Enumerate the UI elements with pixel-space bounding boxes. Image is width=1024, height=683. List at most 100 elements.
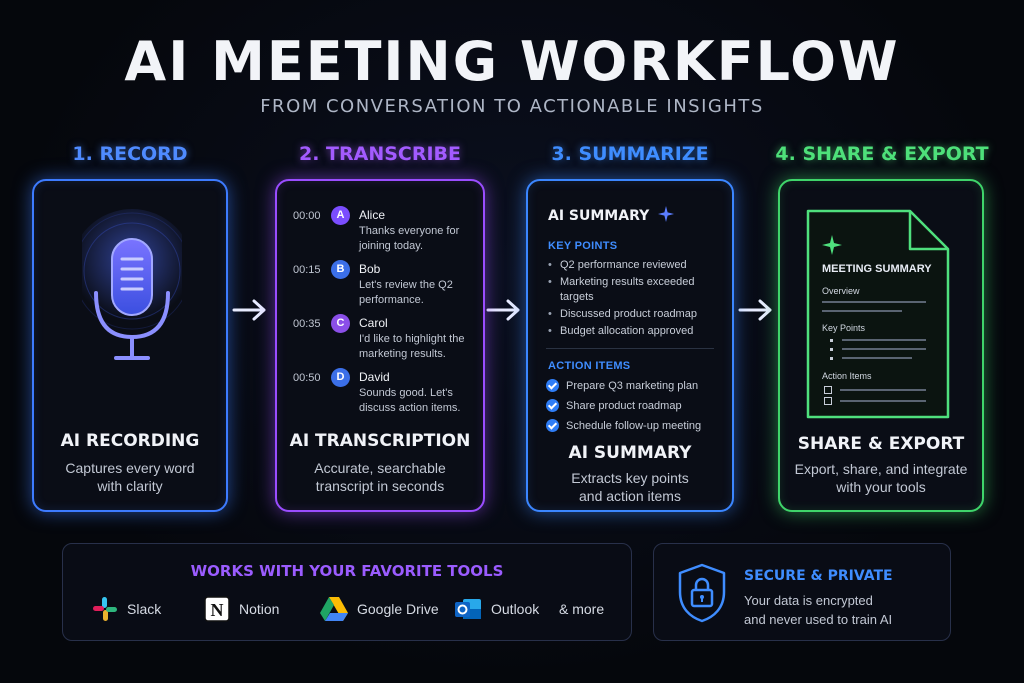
action-item-text: Prepare Q3 marketing plan [566,380,699,392]
summarize-desc-line2: and action items [579,488,681,504]
security-desc-line1: Your data is encrypted [744,593,873,608]
transcript-entry: 00:35 C Carol I'd like to highlight the … [291,314,476,370]
list-item: Q2 performance reviewed [548,258,723,273]
tool-label: Slack [127,601,162,617]
transcript-text: Let's review the Q2 performance. [359,279,453,306]
document-line [840,389,926,391]
page-title: AI MEETING WORKFLOW [124,30,900,93]
check-icon [546,399,559,412]
speaker-name: Bob [359,262,381,276]
transcribe-desc-line1: Accurate, searchable [314,460,446,476]
security-title: SECURE & PRIVATE [744,568,893,584]
security-panel: SECURE & PRIVATE Your data is encrypted … [653,543,951,641]
transcript-entry: 00:00 A Alice Thanks everyone for joinin… [291,206,476,262]
tool-label: & more [559,601,605,617]
transcript-text: Sounds good. Let's discuss action items. [359,387,461,414]
step-label-record: 1. RECORD [72,143,188,165]
list-item: Budget allocation approved [548,324,723,339]
checkbox-icon [824,397,832,405]
speaker-name: Alice [359,208,386,222]
summarize-desc-line1: Extracts key points [571,470,689,486]
avatar: B [331,260,350,279]
checkbox-icon [824,386,832,394]
action-item-text: Share product roadmap [566,400,682,412]
transcript-entry: 00:50 D David Sounds good. Let's discuss… [291,368,476,424]
transcribe-caption: AI TRANSCRIPTION Accurate, searchable tr… [277,431,483,495]
arrow-right-icon [738,299,772,321]
avatar: C [331,314,350,333]
key-points-list: Q2 performance reviewed Marketing result… [548,258,723,341]
tool-notion: N Notion [203,594,279,624]
document-icon [806,209,950,419]
document-line [842,357,912,359]
transcribe-desc: Accurate, searchable transcript in secon… [277,459,483,495]
transcribe-card: 00:00 A Alice Thanks everyone for joinin… [275,179,485,512]
share-card: MEETING SUMMARY Overview Key Points Acti… [778,179,984,512]
check-icon [546,419,559,432]
share-caption: SHARE & EXPORT Export, share, and integr… [780,434,982,496]
document-overview-label: Overview [822,286,860,296]
security-desc: Your data is encrypted and never used to… [744,591,944,629]
tool-label: Outlook [491,601,540,617]
tool-outlook: Outlook [453,594,539,624]
transcript-time: 00:50 [293,372,321,384]
step-label-share: 4. SHARE & EXPORT [775,143,989,165]
tool-google-drive: Google Drive [319,594,439,624]
transcribe-desc-line2: transcript in seconds [315,478,445,494]
document-line [842,339,926,341]
action-item-text: Schedule follow-up meeting [566,420,702,432]
check-icon [546,379,559,392]
avatar: D [331,368,350,387]
summarize-desc: Extracts key points and action items [528,469,732,505]
speaker-name: David [359,370,390,384]
transcript-text: I'd like to highlight the marketing resu… [359,333,465,360]
notion-icon: N [204,596,230,622]
transcript-entry: 00:15 B Bob Let's review the Q2 performa… [291,260,476,316]
page-subtitle: FROM CONVERSATION TO ACTIONABLE INSIGHTS [260,96,764,117]
transcript-time: 00:35 [293,318,321,330]
tool-label: Google Drive [357,601,439,617]
action-items-label: ACTION ITEMS [548,360,631,372]
shield-lock-icon [678,563,726,623]
action-item: Schedule follow-up meeting [546,419,726,433]
document-actionitems-label: Action Items [822,371,872,381]
share-desc: Export, share, and integrate with your t… [780,460,982,496]
security-desc-line2: and never used to train AI [744,612,893,627]
transcript-text: Thanks everyone for joining today. [359,225,460,252]
summary-heading: AI SUMMARY [548,206,675,224]
document-keypoints-label: Key Points [822,323,866,333]
document-line [822,301,926,303]
list-item: Marketing results exceeded targets [548,275,723,305]
document-line [822,310,902,312]
step-label-summarize: 3. SUMMARIZE [551,143,709,165]
action-item: Prepare Q3 marketing plan [546,379,726,393]
speaker-name: Carol [359,316,388,330]
record-desc-line2: with clarity [97,478,163,494]
record-title: AI RECORDING [60,431,200,451]
sparkle-icon [658,206,675,222]
record-card: AI RECORDING Captures every word with cl… [32,179,228,512]
action-items-list: Prepare Q3 marketing plan Share product … [546,379,726,439]
slack-icon [93,597,117,621]
tool-label: Notion [239,601,280,617]
avatar: A [331,206,350,225]
summarize-title: AI SUMMARY [568,443,692,463]
bullet-icon [830,339,833,342]
action-item: Share product roadmap [546,399,726,413]
key-points-label: KEY POINTS [548,240,618,252]
share-desc-line1: Export, share, and integrate [794,461,968,477]
svg-text:N: N [211,600,224,620]
summarize-card: AI SUMMARY KEY POINTS Q2 performance rev… [526,179,734,512]
bullet-icon [830,348,833,351]
arrow-right-icon [486,299,520,321]
integrations-panel: WORKS WITH YOUR FAVORITE TOOLS Slack N N… [62,543,632,641]
tool-slack: Slack [91,594,161,624]
share-desc-line2: with your tools [836,479,926,495]
document-line [840,400,926,402]
record-desc: Captures every word with clarity [34,459,226,495]
bullet-icon [830,357,833,360]
outlook-icon [455,599,481,619]
list-item: Discussed product roadmap [548,307,723,322]
summarize-caption: AI SUMMARY Extracts key points and actio… [528,443,732,505]
